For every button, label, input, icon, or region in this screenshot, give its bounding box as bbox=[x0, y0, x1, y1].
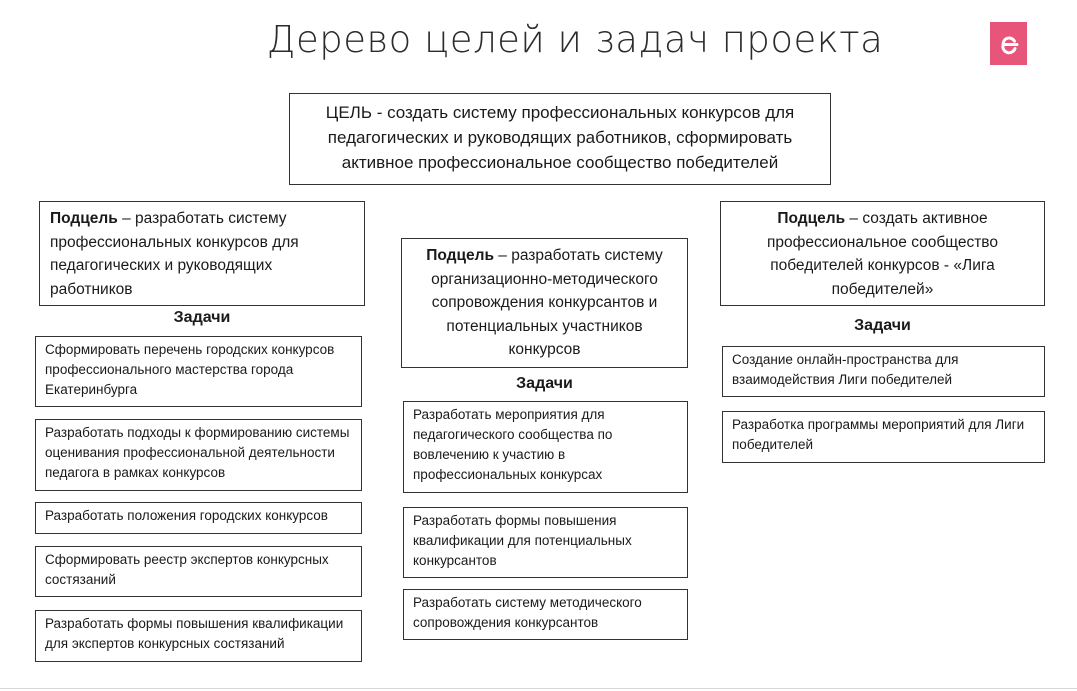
task-1-1: Сформировать перечень городских конкурсо… bbox=[35, 336, 362, 407]
task-3-1: Создание онлайн-пространства для взаимод… bbox=[722, 346, 1045, 397]
goal-text: создать систему профессиональных конкурс… bbox=[327, 103, 795, 172]
subgoal-3-tasks-heading: Задачи bbox=[854, 317, 911, 334]
brand-logo bbox=[990, 22, 1027, 65]
task-1-2: Разработать подходы к формированию систе… bbox=[35, 419, 362, 491]
subgoal-2-text: – разработать систему организационно-мет… bbox=[431, 247, 663, 358]
task-1-3: Разработать положения городских конкурсо… bbox=[35, 502, 362, 534]
page-title: Дерево целей и задач проекта bbox=[266, 18, 884, 61]
subgoal-3-box: Подцель – создать активное профессиональ… bbox=[720, 201, 1045, 306]
task-1-5: Разработать формы повышения квалификации… bbox=[35, 610, 362, 662]
subgoal-2-label: Подцель bbox=[426, 247, 494, 264]
footer-divider bbox=[0, 688, 1077, 689]
subgoal-3-label: Подцель bbox=[777, 210, 846, 227]
subgoal-1-tasks-heading: Задачи bbox=[173, 309, 231, 326]
brand-e-icon bbox=[1000, 36, 1018, 54]
task-1-4: Сформировать реестр экспертов конкурсных… bbox=[35, 546, 362, 597]
subgoal-1-label: Подцель bbox=[50, 210, 118, 227]
subgoal-1-text: – разработать систему профессиональных к… bbox=[50, 210, 299, 298]
subgoal-1-box: Подцель – разработать систему профессион… bbox=[39, 201, 365, 306]
subgoal-2-tasks-heading: Задачи bbox=[516, 375, 573, 392]
subgoal-3-text: – создать активное профессиональное сооб… bbox=[767, 210, 998, 298]
task-2-3: Разработать систему методического сопров… bbox=[403, 589, 688, 640]
goal-label: ЦЕЛЬ - bbox=[325, 103, 388, 122]
task-3-2: Разработка программы мероприятий для Лиг… bbox=[722, 411, 1045, 463]
goal-box: ЦЕЛЬ - создать систему профессиональных … bbox=[289, 93, 831, 185]
task-2-1: Разработать мероприятия для педагогическ… bbox=[403, 401, 688, 493]
subgoal-2-box: Подцель – разработать систему организаци… bbox=[401, 238, 688, 368]
task-2-2: Разработать формы повышения квалификации… bbox=[403, 507, 688, 578]
